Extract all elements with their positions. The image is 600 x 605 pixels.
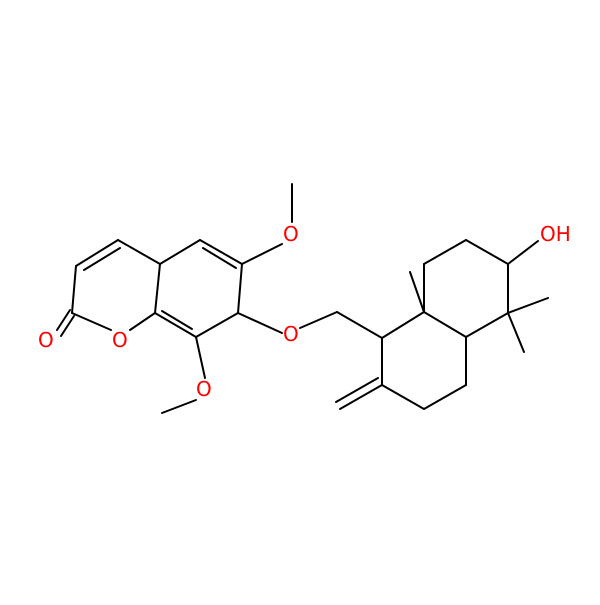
bond	[117, 239, 161, 265]
bond	[202, 247, 237, 269]
atom-o-methoxy-6: O	[283, 222, 299, 246]
atom-o-methoxy-8: O	[196, 377, 212, 401]
bond	[423, 239, 467, 265]
bond	[237, 263, 243, 314]
bond	[75, 239, 119, 267]
bond	[161, 310, 193, 330]
atom-labels: O O O O O OH	[38, 222, 571, 401]
bond	[161, 399, 197, 414]
bond	[199, 239, 243, 265]
bond	[423, 311, 467, 338]
atom-o-carbonyl: O	[38, 328, 54, 352]
bond	[465, 239, 509, 265]
bond	[507, 297, 549, 314]
bond	[154, 263, 161, 314]
atom-o-ring: O	[112, 328, 128, 352]
bonds	[56, 183, 549, 414]
bond	[507, 312, 525, 353]
bond	[237, 312, 283, 334]
bond	[195, 336, 206, 379]
bond	[336, 311, 383, 339]
bond	[381, 311, 425, 339]
bond	[409, 271, 425, 313]
bond	[154, 312, 197, 338]
bond	[60, 315, 75, 337]
bond	[71, 312, 112, 331]
bond	[71, 265, 77, 314]
bond	[335, 377, 379, 403]
bond	[507, 240, 539, 265]
bond	[381, 384, 425, 410]
bond	[241, 243, 283, 265]
bond	[129, 312, 156, 331]
bond	[299, 311, 338, 329]
atom-oh-hydroxyl: OH	[540, 222, 571, 246]
atom-o-ether: O	[283, 322, 299, 346]
bond	[159, 239, 201, 265]
bond	[339, 384, 383, 410]
bond	[83, 247, 121, 271]
bond	[423, 384, 467, 410]
bond	[195, 312, 239, 338]
bond	[56, 309, 71, 331]
bond	[465, 312, 509, 338]
